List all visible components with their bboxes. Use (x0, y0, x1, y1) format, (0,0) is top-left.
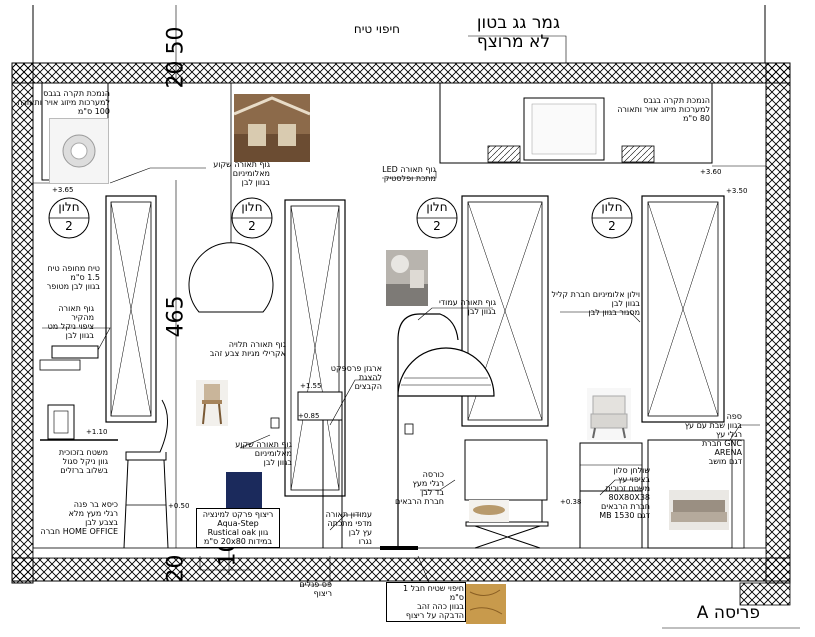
window-tag-label-4: חלון 2 (601, 200, 623, 233)
section-title: פריסה A (696, 603, 760, 623)
ceiling-slab (11, 62, 791, 84)
wall-lamp (51, 345, 99, 359)
dim-465: 465 (163, 295, 189, 338)
level-360: +3.60 (700, 168, 722, 176)
right-wall (765, 62, 791, 584)
side-cabinet (579, 442, 643, 492)
pendant-lamp (188, 242, 274, 313)
note-sofa: ספה בגוון שבת עם עץ רגלי עץ GNC חברת ARE… (684, 412, 742, 466)
level-155: +1.55 (300, 382, 322, 390)
roof-finish-sub: לא מרוצף (476, 32, 550, 52)
bar-chair (125, 399, 168, 461)
table-photo (469, 500, 509, 522)
floor-lamp-shade (397, 347, 495, 397)
dim-20-top: 20 (163, 60, 189, 89)
interior-photo-2 (386, 250, 428, 306)
note-curtain: וילון אלומיניום חברת קליל בגוון לבן מסגו… (551, 290, 640, 317)
note-ceiling-right: הנמכת תקרה בגבס למערכות מיזוג אויר ותאור… (617, 96, 710, 123)
level-365: +3.65 (52, 186, 74, 194)
note-wall-paint: טיח מחופה טיח 1.5 ס"מ בגוון לבן מטופר (46, 264, 100, 291)
note-desk: משטח בזכוכית גוון ניקל סגול בשלוב ברזלים (58, 448, 108, 475)
armchair-photo (587, 388, 631, 440)
floor-slab (11, 557, 791, 582)
window-2 (284, 199, 346, 497)
window-tag-label-2: חלון 2 (241, 200, 263, 233)
floor-lamp-arm (397, 313, 459, 548)
level-038: +0.38 (560, 498, 582, 506)
interior-photo-1 (233, 94, 311, 162)
note-spot-left: גוף תאורה שקוע מאלומיניום בגוון לבן (213, 160, 270, 187)
sofa-photo (669, 490, 729, 530)
ceiling-drop-right (439, 83, 713, 164)
window-1 (105, 195, 157, 423)
ceiling-light-photo (49, 118, 109, 184)
ac-grille-left (487, 145, 521, 163)
note-shelf-box: ארגזן פרספקט להצגת הקבצים (330, 364, 382, 391)
note-floor-wood: חיפוי שטיח חבל 1 ס"מ בגוון כהה זהב הדבקה… (386, 582, 466, 622)
note-led: גוף תאורה LED מתכת ופלסטיק (382, 165, 436, 183)
level-110: +1.10 (86, 428, 108, 436)
bar-stool-photo (196, 380, 228, 426)
note-skirting: פס פנלים ריצוף (299, 580, 332, 598)
window-tag-label-3: חלון 2 (426, 200, 448, 233)
note-wall-lamp: גוף תאורה מהקיר ציפוי ניקל מט בגוון לבן (47, 304, 94, 340)
left-wall (11, 62, 34, 584)
note-spot-mid: גוף תאורה שקוע מאלומיניום בגוון לבן (235, 440, 292, 467)
note-lamp-base: עמודון תאורה מדפי מתכתה עץ לבן נגרו (325, 510, 372, 546)
coffee-table-legs (474, 525, 541, 549)
armchair (464, 439, 548, 501)
window-tag-label-1: חלון 2 (58, 200, 80, 233)
perspex-box (297, 391, 343, 421)
dim-50: 50 (163, 26, 189, 55)
note-carpet: ריצוף פרקט למינציה Aqua-Step גוון Rustic… (196, 508, 280, 548)
roof-finish-title: גמר גג בטון (476, 13, 560, 33)
level-085: +0.85 (298, 412, 320, 420)
level-050: +0.50 (168, 502, 190, 510)
note-coffee-table: שולחן סלון בציפוי עץ משטח זכוכית 80X80X3… (599, 466, 650, 520)
monitor (47, 404, 75, 440)
fabric-swatch (226, 472, 262, 510)
window-4 (641, 195, 725, 423)
floor-lamp-base (380, 546, 418, 550)
ac-grille-right (621, 145, 655, 163)
wall-finish-label: חיפוי טיח (353, 22, 400, 36)
note-pendant: גוף תאורה תלויה אקרילי מגיות צבע זהב (209, 340, 286, 358)
note-ceiling-left: הנמכת תקרה בגבס למערכות מיזוג אויר ותאור… (17, 89, 110, 116)
note-dresser: כורסה רגלי מעץ בד לבן חברת הרבאים (395, 470, 444, 506)
level-350: +3.50 (726, 187, 748, 195)
note-floor-lamp: גוף תאורה עמודי בגוון לבן (439, 298, 496, 316)
note-chair: כיסא בר פנה רגלי מעץ מלא בצבע לבן HOME O… (40, 500, 118, 536)
dim-20-bottom: 20 (163, 554, 189, 583)
